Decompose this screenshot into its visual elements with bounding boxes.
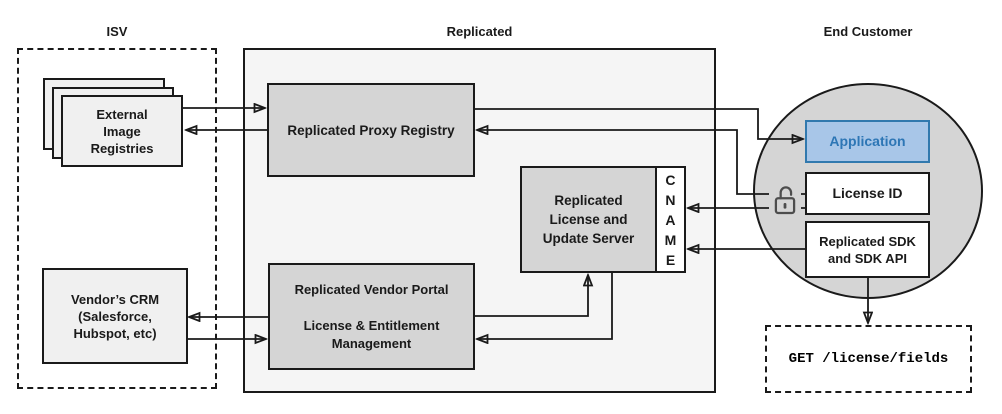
replicated-section-title: Replicated: [446, 24, 513, 39]
isv-section-title: ISV: [106, 24, 128, 39]
unlock-icon: [769, 181, 801, 219]
isv-container: [17, 48, 217, 389]
application-node: Application: [805, 120, 930, 163]
api-endpoint-label: GET /license/fields: [788, 351, 949, 367]
cname-strip: C N A M E: [655, 166, 686, 273]
end-customer-section-title: End Customer: [823, 24, 913, 39]
replicated-sdk-node: Replicated SDK and SDK API: [805, 221, 930, 278]
api-endpoint-box: GET /license/fields: [765, 325, 972, 393]
license-update-server-node: Replicated License and Update Server: [520, 166, 657, 273]
vendor-portal-node: Replicated Vendor Portal License & Entit…: [268, 263, 475, 370]
license-id-node: License ID: [805, 172, 930, 215]
external-image-registries-stack: External Image Registries: [43, 78, 183, 168]
vendors-crm-node: Vendor’s CRM (Salesforce, Hubspot, etc): [42, 268, 188, 364]
proxy-registry-node: Replicated Proxy Registry: [267, 83, 475, 177]
external-image-registries-node: External Image Registries: [61, 95, 183, 167]
unlock-icon-glyph: [774, 186, 796, 215]
